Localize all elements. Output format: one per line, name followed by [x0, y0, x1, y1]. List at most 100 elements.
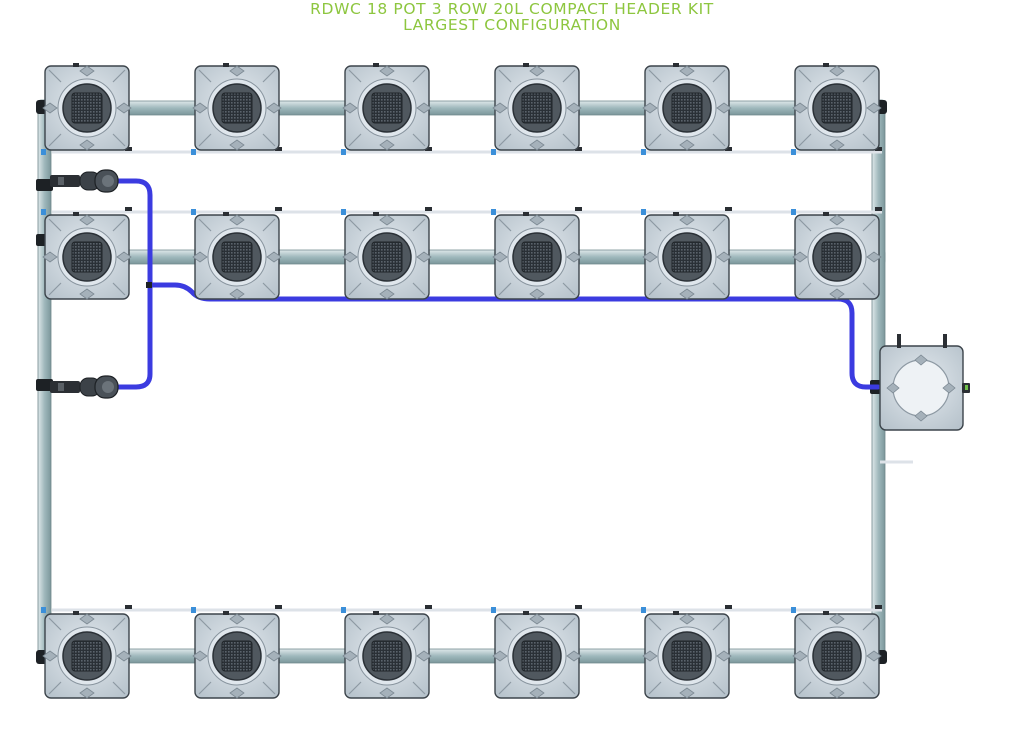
net-basket — [671, 92, 703, 124]
pot-grid — [42, 63, 882, 699]
pot-bevel — [348, 218, 426, 296]
pot-notch — [373, 611, 379, 615]
feed-clip — [875, 207, 882, 211]
pot-tab — [679, 687, 695, 699]
feed-clip — [575, 605, 582, 609]
feed-clip — [125, 605, 132, 609]
net-basket — [521, 241, 553, 273]
pot-tab — [416, 102, 432, 114]
pot-tab — [266, 102, 282, 114]
feed-clip — [875, 605, 882, 609]
pot-bevel — [648, 69, 726, 147]
pot-tab — [492, 650, 508, 662]
pot-notch — [523, 63, 529, 67]
pumps — [50, 169, 119, 399]
pot-tab — [42, 251, 58, 263]
pot-tab — [342, 251, 358, 263]
pot-tab — [79, 65, 95, 77]
feed-lines — [41, 147, 913, 613]
pot-tab — [866, 650, 882, 662]
pot-tab — [229, 139, 245, 151]
net-basket — [821, 92, 853, 124]
feed-connector — [341, 209, 346, 215]
net-basket — [221, 640, 253, 672]
pot-tab — [79, 613, 95, 625]
pot-tab — [679, 613, 695, 625]
net-basket — [521, 640, 553, 672]
pot-tab — [266, 251, 282, 263]
pot-bevel — [498, 218, 576, 296]
pot-tab — [192, 102, 208, 114]
control-unit-tab — [886, 382, 900, 394]
feed-clip — [425, 605, 432, 609]
pot-tab — [229, 214, 245, 226]
feed-clip — [425, 207, 432, 211]
pot-tab — [229, 288, 245, 300]
control-unit-lid — [892, 359, 950, 417]
feed-connector — [341, 149, 346, 155]
pot-bevel — [798, 617, 876, 695]
pot-tab — [492, 102, 508, 114]
pot-notch — [673, 212, 679, 216]
feed-connector — [191, 209, 196, 215]
net-basket — [821, 640, 853, 672]
control-unit-post-right — [943, 334, 947, 348]
pot-bevel — [498, 617, 576, 695]
pot-8 — [192, 212, 282, 300]
pot-tab — [42, 102, 58, 114]
feed-connector — [41, 607, 46, 613]
feed-clip — [425, 147, 432, 151]
pot-tab — [829, 288, 845, 300]
feed-clip — [875, 147, 882, 151]
feed-connector — [41, 149, 46, 155]
pot-notch — [673, 63, 679, 67]
pot-tab — [379, 139, 395, 151]
net-basket — [671, 640, 703, 672]
pot-notch — [73, 611, 79, 615]
pot-bevel — [48, 617, 126, 695]
pot-bevel — [348, 69, 426, 147]
pot-notch — [373, 63, 379, 67]
pot-bevel — [198, 218, 276, 296]
pot-tab — [679, 139, 695, 151]
pot-tab — [529, 687, 545, 699]
pot-1 — [42, 63, 132, 151]
pot-bevel — [648, 218, 726, 296]
pot-bevel — [48, 218, 126, 296]
net-basket — [71, 640, 103, 672]
return-pipe-network — [36, 99, 887, 664]
control-unit-tab — [914, 354, 928, 366]
pot-tab — [716, 650, 732, 662]
pot-tab — [829, 687, 845, 699]
pump-2 — [50, 375, 119, 399]
feed-connector — [791, 149, 796, 155]
feed-connector — [641, 149, 646, 155]
pot-5 — [642, 63, 732, 151]
pot-tab — [642, 650, 658, 662]
pot-10 — [492, 212, 582, 300]
pot-tab — [866, 102, 882, 114]
feed-connector — [191, 607, 196, 613]
pot-tab — [792, 650, 808, 662]
pot-tab — [116, 102, 132, 114]
pot-tab — [829, 214, 845, 226]
pot-tab — [829, 65, 845, 77]
manifold-fitting-3 — [36, 379, 53, 391]
pot-12 — [792, 212, 882, 300]
pot-tab — [379, 288, 395, 300]
pot-18 — [792, 611, 882, 699]
pot-bevel — [198, 617, 276, 695]
pot-notch — [673, 611, 679, 615]
net-basket — [521, 92, 553, 124]
feed-clip — [725, 147, 732, 151]
feed-clip — [725, 605, 732, 609]
feed-connector — [491, 607, 496, 613]
control-unit — [879, 334, 970, 431]
pot-tab — [79, 288, 95, 300]
control-unit-post-left — [897, 334, 901, 348]
pump-adapter-ring — [58, 383, 64, 391]
hose-tee-fitting — [146, 282, 152, 288]
title-line-2: LARGEST CONFIGURATION — [403, 16, 621, 34]
